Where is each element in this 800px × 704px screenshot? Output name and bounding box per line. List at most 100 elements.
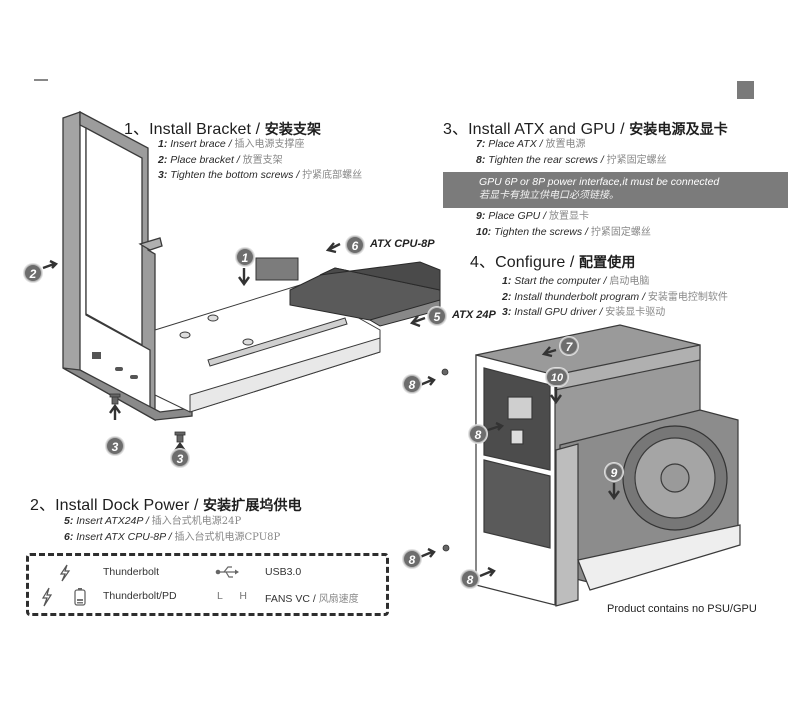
section-1-title-en: Install Bracket / — [149, 121, 265, 138]
badge-step-3: 3 — [106, 437, 124, 455]
badge-step-5: 5 — [428, 307, 446, 325]
step-text-zh: 拧紧底部螺丝 — [302, 170, 363, 181]
legend-thunderbolt-label: Thunderbolt — [103, 566, 160, 578]
step-text-en: Install thunderbolt program / — [514, 290, 648, 303]
fans-label-en: FANS VC / — [265, 593, 319, 605]
step-text-en: Insert ATX CPU-8P / — [76, 530, 175, 543]
step-4-1: 1: Start the computer / 启动电脑 — [502, 274, 728, 290]
step-number: 3: — [158, 169, 168, 181]
step-3-8: 8: Tighten the rear screws / 拧紧固定螺丝 — [476, 153, 667, 169]
section-2-steps: 5: Insert ATX24P / 插入台式机电源24P 6: Insert … — [64, 514, 280, 545]
bracket-port — [92, 352, 101, 359]
section-3-title: 3、Install ATX and GPU / 安装电源及显卡 — [443, 115, 728, 139]
section-3-number: 3、 — [443, 121, 469, 138]
notice-text-zh: 若显卡有独立供电口必须链接。 — [479, 190, 619, 201]
thunderbolt-icon — [41, 587, 53, 607]
section-3-title-en: Install ATX and GPU / — [468, 121, 630, 138]
dock-board — [154, 284, 381, 413]
battery-icon — [74, 588, 86, 606]
fan-switch-label: L H — [217, 590, 254, 602]
direction-arrows — [42, 242, 620, 578]
badge-step-8: 8 — [461, 570, 479, 588]
step-number: 1: — [502, 275, 512, 287]
badge-step-8: 8 — [469, 425, 487, 443]
step-text-zh: 拧紧固定螺丝 — [590, 226, 651, 238]
port-legend: Thunderbolt USB3.0 Thunderbolt/PD L H FA… — [26, 553, 389, 616]
badge-step-7: 7 — [560, 337, 578, 355]
step-text-zh: 插入台式机电源24P — [151, 516, 242, 527]
step-text-zh: 安装显卡驱动 — [605, 307, 666, 318]
usb-icon — [215, 566, 239, 578]
step-text-zh: 放置电源 — [545, 139, 586, 150]
step-1-2: 2: Place bracket / 放置支架 — [158, 153, 362, 169]
section-4-title-en: Configure / — [495, 254, 580, 271]
step-text-zh: 拧紧固定螺丝 — [606, 154, 667, 166]
step-number: 8: — [476, 153, 486, 166]
step-text-zh: 放置支架 — [242, 154, 283, 166]
step-text-zh: 插入电源支撑座 — [234, 139, 305, 150]
step-number: 9: — [476, 210, 486, 222]
product-footnote: Product contains no PSU/GPU — [607, 603, 757, 615]
section-4-title-zh: 配置使用 — [579, 255, 636, 271]
step-4-3: 3: Install GPU driver / 安装显卡驱动 — [502, 305, 728, 321]
legend-thunderbolt-pd-label: Thunderbolt/PD — [103, 590, 177, 602]
step-number: 7: — [476, 138, 486, 150]
step-text-en: Place ATX / — [488, 138, 546, 150]
step-3-10: 10: Tighten the screws / 拧紧固定螺丝 — [476, 225, 651, 241]
step-text-zh: 安装雷电控制软件 — [647, 291, 728, 303]
step-number: 10: — [476, 225, 492, 238]
legend-fans-label: FANS VC / 风扇速度 — [265, 590, 359, 605]
step-text-en: Tighten the bottom screws / — [170, 169, 303, 181]
badge-step-10: 10 — [546, 368, 568, 386]
step-text-zh: 放置显卡 — [548, 211, 589, 222]
step-2-5: 5: Insert ATX24P / 插入台式机电源24P — [64, 514, 280, 530]
step-text-zh: 插入台式机电源CPU8P — [174, 531, 281, 543]
step-text-en: Tighten the rear screws / — [488, 153, 607, 166]
atx-24p-connector — [289, 261, 441, 327]
step-text-en: Start the computer / — [514, 275, 610, 287]
section-2-title-zh: 安装扩展坞供电 — [203, 498, 302, 514]
section-4-steps: 1: Start the computer / 启动电脑 2: Install … — [502, 274, 728, 321]
step-number: 2: — [158, 153, 168, 166]
section-3-steps-after: 9: Place GPU / 放置显卡 10: Tighten the scre… — [476, 209, 651, 240]
section-1-steps: 1: Insert brace / 插入电源支撑座 2: Place brack… — [158, 137, 362, 184]
gpu-card — [555, 409, 741, 607]
cpu-8p-block — [255, 257, 299, 281]
step-text-en: Insert brace / — [170, 138, 235, 150]
step-text-en: Place bracket / — [170, 153, 243, 166]
bracket-port — [130, 375, 138, 379]
step-1-1: 1: Insert brace / 插入电源支撑座 — [158, 137, 362, 153]
badge-step-2: 2 — [24, 264, 42, 282]
step-number: 2: — [502, 290, 512, 303]
section-3-title-zh: 安装电源及显卡 — [629, 122, 728, 138]
notice-text-en: GPU 6P or 8P power interface,it must be … — [479, 176, 720, 188]
step-1-3: 3: Tighten the bottom screws / 拧紧底部螺丝 — [158, 168, 362, 184]
gpu-power-notice: GPU 6P or 8P power interface,it must be … — [443, 172, 788, 208]
badge-step-1: 1 — [236, 248, 254, 266]
badge-step-9: 9 — [605, 463, 623, 481]
step-text-zh: 启动电脑 — [609, 276, 650, 287]
badge-step-8: 8 — [403, 550, 421, 568]
section-2-title: 2、Install Dock Power / 安装扩展坞供电 — [30, 491, 302, 515]
section-2-number: 2、 — [30, 497, 56, 514]
step-number: 3: — [502, 306, 512, 318]
section-4-number: 4、 — [470, 254, 496, 271]
corner-square-mark — [737, 81, 754, 99]
section-3-steps: 7: Place ATX / 放置电源 8: Tighten the rear … — [476, 137, 667, 168]
badge-step-6: 6 — [346, 236, 364, 254]
fans-label-zh: 风扇速度 — [318, 594, 359, 605]
section-1-title: 1、Install Bracket / 安装支架 — [124, 115, 321, 139]
step-3-7: 7: Place ATX / 放置电源 — [476, 137, 667, 153]
screws — [109, 368, 450, 552]
badge-step-3: 3 — [171, 449, 189, 467]
step-3-9: 9: Place GPU / 放置显卡 — [476, 209, 651, 225]
corner-dash-mark — [34, 79, 48, 81]
step-number: 5: — [64, 515, 74, 527]
step-2-6: 6: Insert ATX CPU-8P / 插入台式机电源CPU8P — [64, 530, 280, 546]
step-text-en: Install GPU driver / — [514, 306, 606, 318]
section-1-number: 1、 — [124, 121, 150, 138]
callout-atx-24p: ATX 24P — [452, 309, 496, 321]
section-4-title: 4、Configure / 配置使用 — [470, 248, 635, 272]
step-number: 6: — [64, 530, 74, 543]
